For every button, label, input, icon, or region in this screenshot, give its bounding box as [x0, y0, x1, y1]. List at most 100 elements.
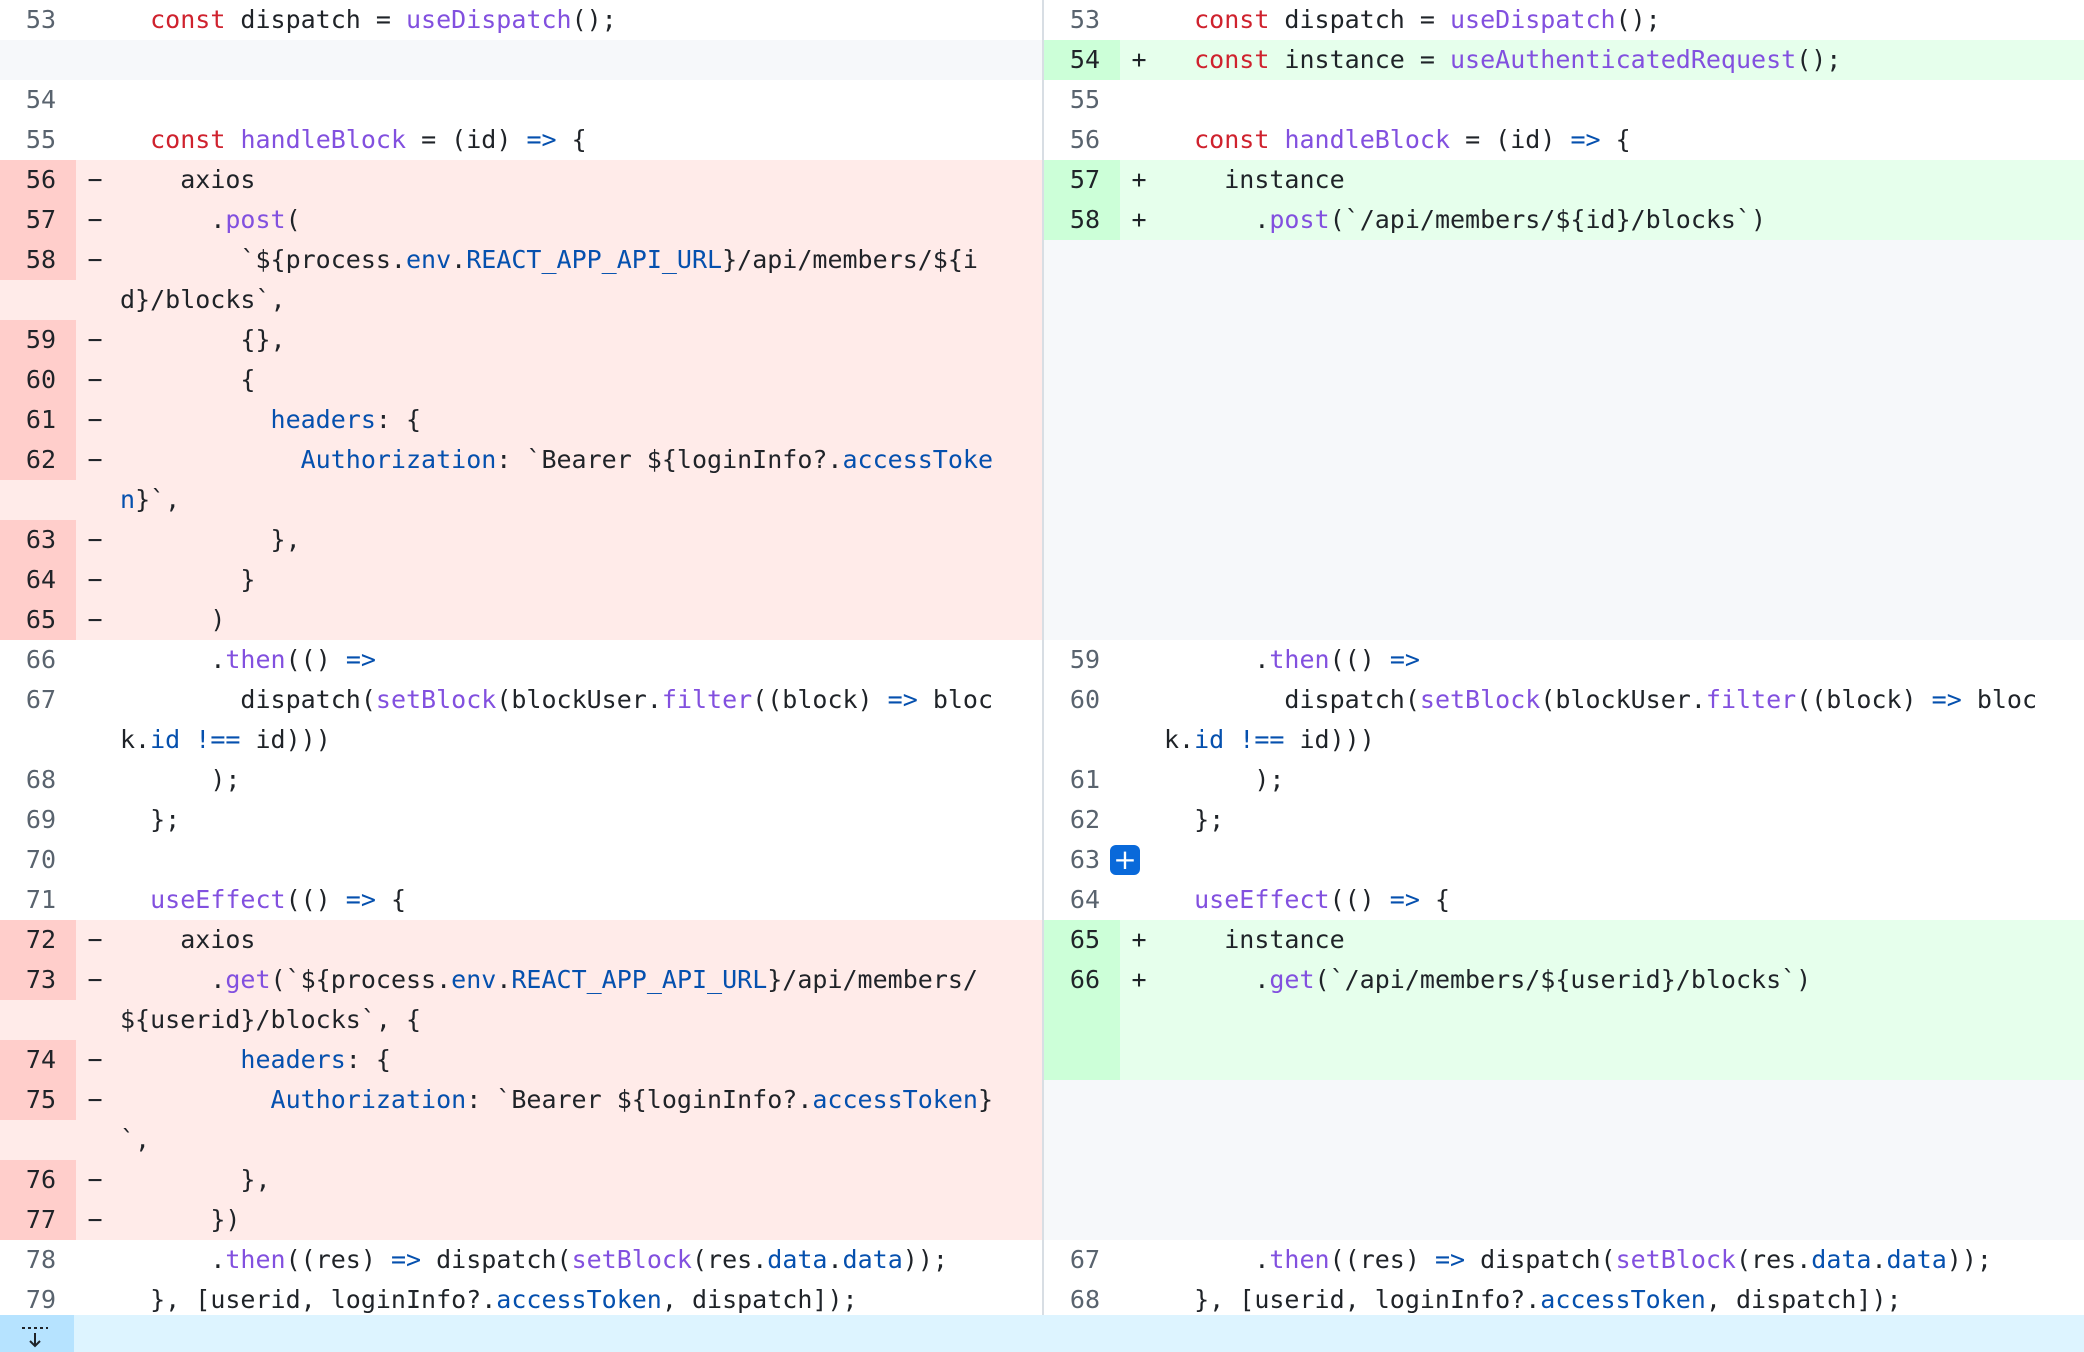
line-number[interactable]: 68: [1069, 1285, 1100, 1314]
deleted-line: 61− headers: {: [0, 400, 1042, 440]
code-token: useDispatch: [1450, 5, 1616, 34]
line-number[interactable]: 68: [25, 765, 56, 794]
unfold-down-icon: [22, 1327, 48, 1348]
line-number[interactable]: 76: [0, 1160, 76, 1200]
line-number[interactable]: 71: [25, 885, 56, 914]
code-token: (blockUser.: [1540, 685, 1706, 714]
code-token: then: [1269, 645, 1330, 674]
line-number[interactable]: 62: [0, 440, 76, 480]
code-token: ();: [1796, 45, 1842, 74]
line-number[interactable]: 60: [1069, 685, 1100, 714]
line-number[interactable]: 74: [0, 1040, 76, 1080]
line-number[interactable]: 64: [0, 560, 76, 600]
code-token: ((res): [1329, 1245, 1435, 1274]
line-number[interactable]: 57: [0, 200, 76, 240]
code-token: ();: [1615, 5, 1661, 34]
expand-down-button[interactable]: [0, 1315, 74, 1352]
code-token: handleBlock: [240, 125, 407, 154]
code-token: ((): [1329, 885, 1390, 914]
context-line: 61 );: [1044, 760, 2084, 800]
line-number[interactable]: 62: [1069, 805, 1100, 834]
line-number[interactable]: 57: [1044, 160, 1120, 200]
line-number[interactable]: 59: [0, 320, 76, 360]
line-number[interactable]: 58: [1044, 200, 1120, 240]
code-token: [1164, 5, 1194, 34]
code-token: .: [1164, 645, 1270, 674]
code-token: ((res): [285, 1245, 391, 1274]
context-line: 63 +: [1044, 840, 2084, 880]
code-token: ));: [902, 1245, 948, 1274]
line-number[interactable]: 58: [0, 240, 76, 280]
line-number[interactable]: 66: [1044, 960, 1120, 1080]
code-token: ));: [1946, 1245, 1992, 1274]
code-token: =>: [1389, 885, 1420, 914]
diff-filler-row: [1044, 1080, 2084, 1240]
code-token: .: [1871, 1245, 1887, 1274]
code-token: id))): [240, 725, 331, 754]
code-content: const handleBlock = (id) => {: [1158, 120, 2084, 160]
line-number[interactable]: 54: [1044, 40, 1120, 80]
code-token: post: [1269, 205, 1330, 234]
line-number[interactable]: 65: [0, 600, 76, 640]
context-line: 55: [1044, 80, 2084, 120]
code-content: },: [114, 1160, 1042, 1200]
line-number[interactable]: 59: [1069, 645, 1100, 674]
line-number[interactable]: 69: [25, 805, 56, 834]
code-content: }, [userid, loginInfo?.accessToken, disp…: [1158, 1280, 2084, 1320]
code-token: =>: [526, 125, 557, 154]
line-number[interactable]: 78: [25, 1245, 56, 1274]
code-token: data: [767, 1245, 828, 1274]
line-number[interactable]: 53: [1069, 5, 1100, 34]
code-token: =>: [887, 685, 918, 714]
line-number[interactable]: 55: [1069, 85, 1100, 114]
code-token: setBlock: [375, 685, 497, 714]
line-number[interactable]: 63: [0, 520, 76, 560]
code-token: ((block): [752, 685, 888, 714]
code-content: },: [114, 520, 1042, 560]
line-number[interactable]: 77: [0, 1200, 76, 1240]
line-number[interactable]: 70: [25, 845, 56, 874]
code-token: [225, 125, 240, 154]
code-token: {},: [120, 325, 286, 354]
line-number[interactable]: 65: [1044, 920, 1120, 960]
code-token: headers: [270, 405, 376, 434]
line-number[interactable]: 66: [25, 645, 56, 674]
diff-marker: +: [1131, 165, 1147, 194]
line-number[interactable]: 56: [1069, 125, 1100, 154]
diff-marker: −: [87, 365, 103, 394]
line-number[interactable]: 60: [0, 360, 76, 400]
code-token: block.: [1164, 685, 2038, 754]
line-number[interactable]: 61: [1069, 765, 1100, 794]
line-number[interactable]: 61: [0, 400, 76, 440]
code-token: .: [451, 245, 467, 274]
line-number[interactable]: 53: [25, 5, 56, 34]
expand-hunk-bar[interactable]: [0, 1315, 2084, 1352]
add-comment-button[interactable]: +: [1110, 845, 1140, 875]
code-token: .: [1164, 965, 1270, 994]
line-number[interactable]: 67: [25, 685, 56, 714]
context-line: 60 dispatch(setBlock(blockUser.filter((b…: [1044, 680, 2084, 760]
code-token: .: [1164, 1245, 1270, 1274]
line-number[interactable]: 73: [0, 960, 76, 1000]
code-content: dispatch(setBlock(blockUser.filter((bloc…: [1158, 680, 2084, 760]
deleted-line: 73− .get(`${process.env.REACT_APP_API_UR…: [0, 960, 1042, 1040]
line-number[interactable]: 55: [25, 125, 56, 154]
line-number[interactable]: 67: [1069, 1245, 1100, 1274]
line-number[interactable]: 63: [1069, 845, 1100, 874]
context-line: 78 .then((res) => dispatch(setBlock(res.…: [0, 1240, 1042, 1280]
code-token: {: [1600, 125, 1631, 154]
code-token: get: [1269, 965, 1315, 994]
line-number[interactable]: 64: [1069, 885, 1100, 914]
diff-pane-new: 53 const dispatch = useDispatch();54+ co…: [1044, 0, 2084, 1352]
code-token: accessToken: [496, 1285, 662, 1314]
line-number[interactable]: 75: [0, 1080, 76, 1120]
code-token: post: [225, 205, 286, 234]
line-number[interactable]: 54: [25, 85, 56, 114]
line-number[interactable]: 56: [0, 160, 76, 200]
line-number[interactable]: 79: [25, 1285, 56, 1314]
context-line: 66 .then(() =>: [0, 640, 1042, 680]
code-token: Authorization: [270, 1085, 467, 1114]
line-number[interactable]: 72: [0, 920, 76, 960]
code-token: [1269, 125, 1284, 154]
code-token: .: [827, 1245, 843, 1274]
